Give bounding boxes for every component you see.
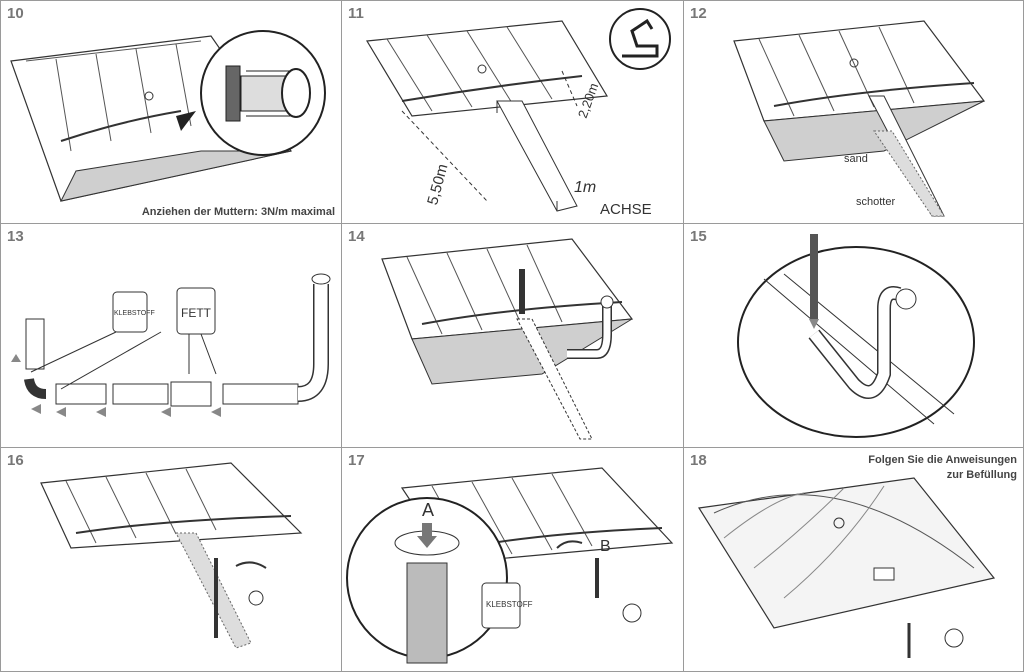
glue-can-label: KLEBSTOFF (486, 600, 533, 609)
step-16-panel: 16 (0, 447, 342, 672)
step-number: 17 (348, 452, 365, 469)
step-13-panel: 13 KLEBSTOFF FETT (0, 223, 342, 448)
step-number: 14 (348, 228, 365, 245)
depth-dimension: 1m (574, 179, 597, 196)
step-18-panel: 18 Folgen Sie die Anweisungen zur Befüll… (683, 447, 1024, 672)
grease-can-label: FETT (181, 306, 211, 320)
sand-label: sand (844, 153, 868, 165)
instruction-caption-line2: zur Befüllung (946, 469, 1017, 481)
step-number: 12 (690, 5, 707, 22)
trench-backfill-illustration (40, 462, 303, 649)
step-number: 10 (7, 5, 24, 22)
step-number: 11 (348, 5, 364, 22)
glue-can-label: KLEBSTOFF (114, 310, 155, 317)
excavation-dimensions-illustration (365, 8, 671, 212)
step-17-panel: 17 A B KLEBSTOFF (341, 447, 684, 672)
tank-flange-illustration (10, 30, 326, 202)
step-11-panel: 11 2,20m 5,50m 1m ACHSE (341, 0, 684, 224)
pipe-placement-illustration (381, 238, 634, 440)
step-10-panel: 10 Anziehen der Muttern: 3N/m maximal (0, 0, 342, 224)
filled-tank-illustration (698, 477, 996, 658)
step-number: 16 (7, 452, 24, 469)
marker-b-label: B (600, 538, 611, 555)
step-number: 15 (690, 228, 707, 245)
instruction-caption-line1: Folgen Sie die Anweisungen (868, 454, 1017, 466)
final-connection-illustration (346, 467, 674, 664)
trench-fill-illustration (733, 20, 986, 217)
step-12-panel: 12 sand schotter (683, 0, 1024, 224)
step-number: 18 (690, 452, 707, 469)
step-number: 13 (7, 228, 24, 245)
marker-a-label: A (422, 500, 435, 520)
axis-label: ACHSE (600, 201, 652, 218)
step-15-panel: 15 (683, 223, 1024, 448)
pipe-detail-zoom-illustration (737, 234, 975, 438)
pipe-assembly-illustration (11, 273, 331, 417)
step-caption: Anziehen der Muttern: 3N/m maximal (141, 206, 335, 218)
step-14-panel: 14 (341, 223, 684, 448)
gravel-label: schotter (856, 196, 896, 208)
